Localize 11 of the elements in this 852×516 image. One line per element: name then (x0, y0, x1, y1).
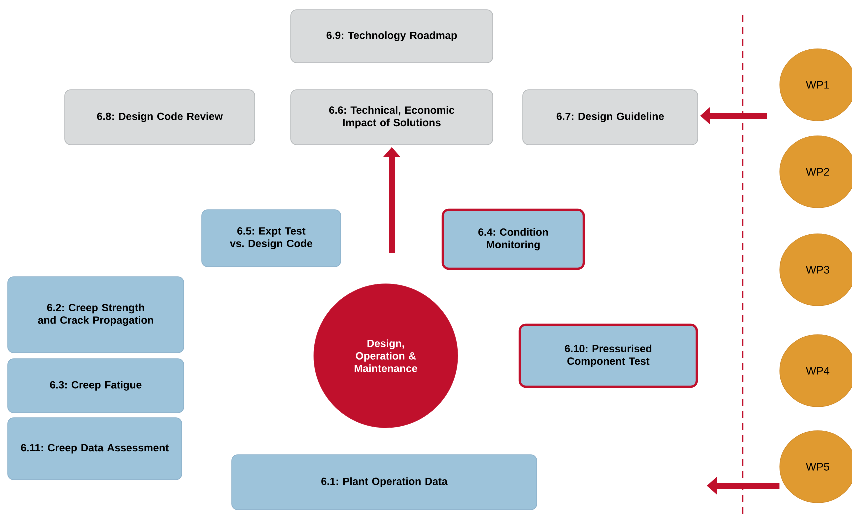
process-box: 6.5: Expt Test vs. Design Code (202, 210, 342, 268)
process-box: 6.3: Creep Fatigue (8, 358, 184, 414)
process-box: 6.1: Plant Operation Data (232, 454, 538, 510)
process-box: 6.4: Condition Monitoring (442, 208, 586, 270)
process-box: 6.7: Design Guideline (522, 90, 698, 146)
process-box: 6.11: Creep Data Assessment (8, 418, 182, 480)
process-box: 6.2: Creep Strength and Crack Propagation (8, 276, 184, 354)
process-box: 6.6: Technical, Economic Impact of Solutions (290, 90, 494, 146)
process-box: 6.9: Technology Roadmap (290, 10, 494, 64)
process-box: 6.10: Pressurised Component Test (518, 324, 698, 388)
process-box: 6.8: Design Code Review (64, 90, 256, 146)
